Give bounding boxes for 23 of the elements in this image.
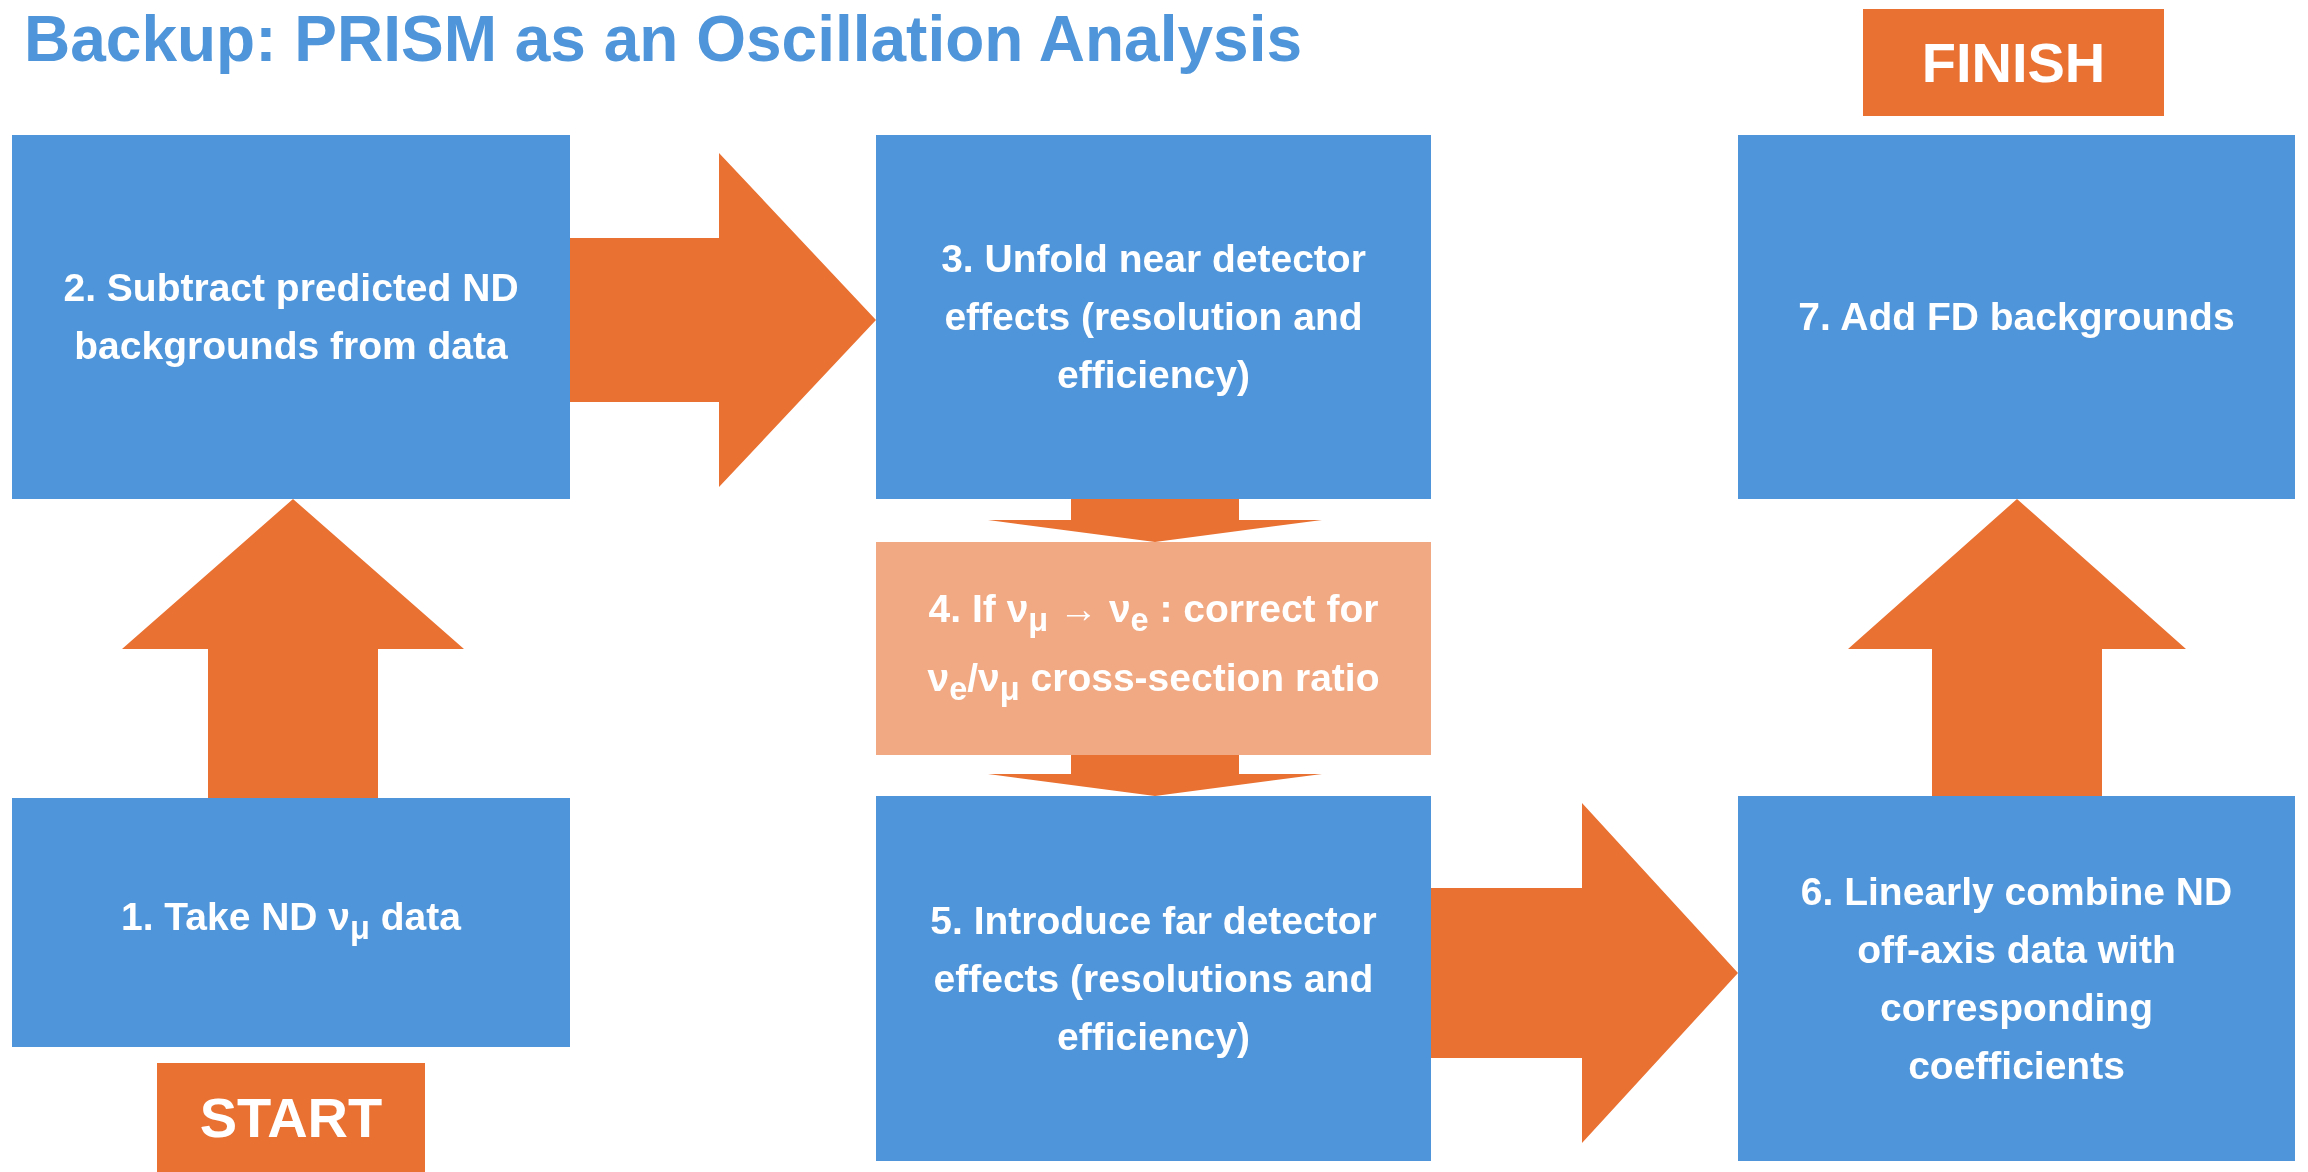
step-text: 4. If ν$_{μ}$ → ν$_{e}$ : correct for ν$_{e}$/ν$_{μ}$ cross-section ratio (926, 585, 1381, 709)
step-text: 1. Take ND ν$_{μ}$ data (121, 894, 461, 948)
block-arrow (1431, 803, 1738, 1143)
block-arrow (570, 153, 876, 487)
block-arrow (1848, 499, 2186, 796)
process-box (12, 798, 570, 1047)
title: Backup: PRISM as an Oscillation Analysis (24, 2, 1303, 76)
block-arrow (122, 499, 464, 798)
step-text: 7. Add FD backgrounds (1798, 294, 2235, 340)
step-text: 6. Linearly combine ND off-axis data with corresponding coefficients (1799, 868, 2234, 1089)
process-box (876, 796, 1431, 1161)
step-text: START (199, 1085, 383, 1150)
label-tag (1863, 9, 2164, 116)
process-box (1738, 135, 2295, 499)
step-text: FINISH (1921, 30, 2106, 95)
process-box (876, 135, 1431, 499)
process-box (1738, 796, 2295, 1161)
step-text: 3. Unfold near detector effects (resolution and efficiency) (940, 236, 1367, 398)
step-text: 2. Subtract predicted ND backgrounds from data (62, 265, 520, 369)
label-tag (157, 1063, 425, 1172)
step-text: 5. Introduce far detector effects (resolutions and efficiency) (929, 897, 1378, 1060)
process-box (12, 135, 570, 499)
note-box (876, 542, 1431, 755)
